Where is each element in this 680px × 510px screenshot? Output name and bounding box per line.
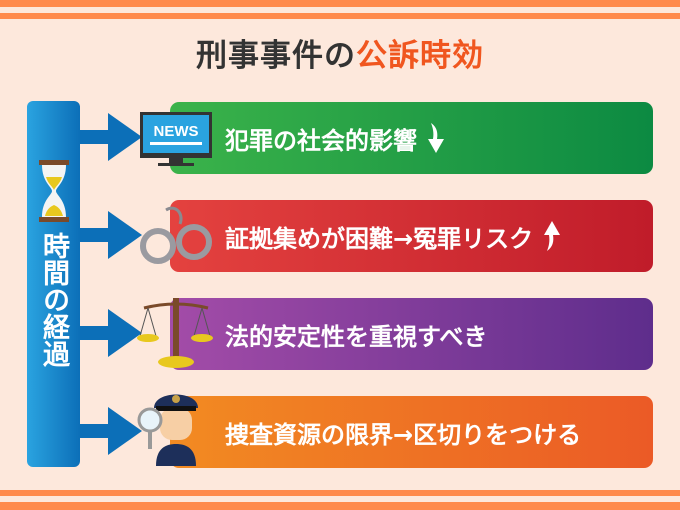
title-main: 刑事事件の xyxy=(196,38,356,74)
item-text: 証拠集めが困難→冤罪リスク xyxy=(225,224,534,253)
item-text: 犯罪の社会的影響 xyxy=(225,126,417,155)
item-text: 法的安定性を重視すべき xyxy=(225,322,488,351)
top-stripe xyxy=(0,13,680,19)
arrow-right-icon xyxy=(80,309,142,357)
arrow-up-icon xyxy=(544,221,561,251)
news-monitor-icon: NEWS xyxy=(140,112,212,166)
timeline-label: 時間の経過 xyxy=(38,232,69,367)
news-label: NEWS xyxy=(154,123,199,140)
scales-icon xyxy=(137,298,213,368)
bottom-stripe xyxy=(0,502,680,510)
arrow-right-icon xyxy=(80,211,142,259)
hourglass-icon xyxy=(39,160,69,222)
top-stripe xyxy=(0,0,680,7)
handcuffs-icon xyxy=(140,206,212,264)
item-legal-stability: 法的安定性を重視すべき xyxy=(170,298,653,370)
item-text: 捜査資源の限界→区切りをつける xyxy=(225,420,582,449)
title-accent: 公訴時効 xyxy=(356,38,484,74)
arrow-down-icon xyxy=(428,123,444,153)
item-social-impact: 犯罪の社会的影響 xyxy=(170,102,653,174)
page-title: 刑事事件の公訴時効 xyxy=(0,30,680,75)
bottom-stripe xyxy=(0,490,680,496)
police-officer-icon xyxy=(137,394,198,466)
arrow-right-icon xyxy=(80,113,142,161)
item-evidence-difficulty: 証拠集めが困難→冤罪リスク xyxy=(170,200,653,272)
arrow-right-icon xyxy=(80,407,142,455)
item-investigation-limits: 捜査資源の限界→区切りをつける xyxy=(170,396,653,468)
